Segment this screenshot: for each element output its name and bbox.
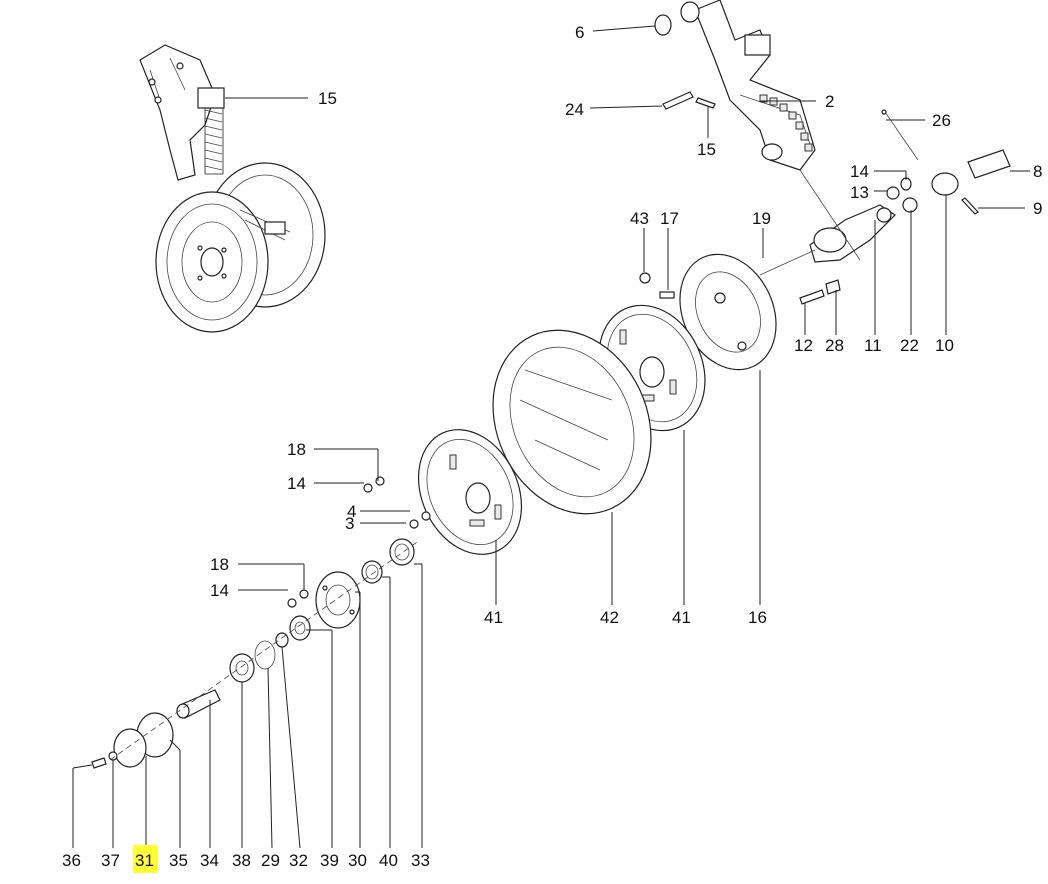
part-34: 34: [200, 851, 219, 870]
part-38: 38: [232, 851, 251, 870]
hub-30: [315, 571, 361, 629]
callout-41-left: 41: [484, 608, 503, 627]
part-32: 32: [289, 851, 308, 870]
part-36: 36: [62, 851, 81, 870]
callout-13: 13: [850, 183, 869, 202]
callout-6: 6: [575, 23, 584, 42]
callout-2: 2: [825, 92, 834, 111]
highlight-31: [133, 845, 158, 873]
callout-18-lower: 18: [210, 555, 229, 574]
callout-18-upper: 18: [287, 440, 306, 459]
callout-24: 24: [565, 100, 584, 119]
callout-28: 28: [825, 336, 844, 355]
callout-14-lower: 14: [210, 581, 229, 600]
callout-15-upper-right: 15: [697, 140, 716, 159]
callout-19: 19: [752, 209, 771, 228]
part-31-highlighted: 31: [135, 851, 154, 870]
callout-14-top: 14: [850, 162, 869, 181]
callout-4: 4: [347, 502, 356, 521]
callout-42: 42: [600, 608, 619, 627]
callout-16: 16: [748, 608, 767, 627]
tire-42: [492, 329, 652, 515]
callout-11: 11: [864, 336, 882, 355]
callout-17: 17: [660, 209, 679, 228]
callout-41-right: 41: [672, 608, 691, 627]
callout-12: 12: [794, 336, 813, 355]
assembled-wheel-unit: [139, 44, 326, 333]
callout-10: 10: [935, 336, 954, 355]
callout-labels: 6 24 2 15 15 26 14 13 8 9 43 17 19 12 28…: [210, 23, 1042, 627]
leader-lines: [72, 25, 1030, 849]
callout-3: 3: [345, 514, 354, 533]
part-39: 39: [320, 851, 339, 870]
part-33: 33: [411, 851, 430, 870]
frame-arm-assembly: [654, 0, 1011, 305]
callout-14-middle: 14: [287, 474, 306, 493]
callout-43: 43: [630, 209, 649, 228]
part-40: 40: [379, 851, 398, 870]
callout-9: 9: [1033, 199, 1042, 218]
bearing-stack: [91, 539, 421, 769]
callout-15-upper-left: 15: [318, 89, 337, 108]
part-30: 30: [348, 851, 367, 870]
bottom-part-numbers: 36 37 31 35 34 38 29 32 39 30 40 33: [62, 845, 430, 873]
part-37: 37: [101, 851, 120, 870]
callout-22: 22: [900, 336, 919, 355]
part-29: 29: [261, 851, 280, 870]
rim-41-left: [417, 429, 523, 555]
callout-26: 26: [932, 111, 951, 130]
callout-8: 8: [1033, 162, 1042, 181]
part-35: 35: [169, 851, 188, 870]
